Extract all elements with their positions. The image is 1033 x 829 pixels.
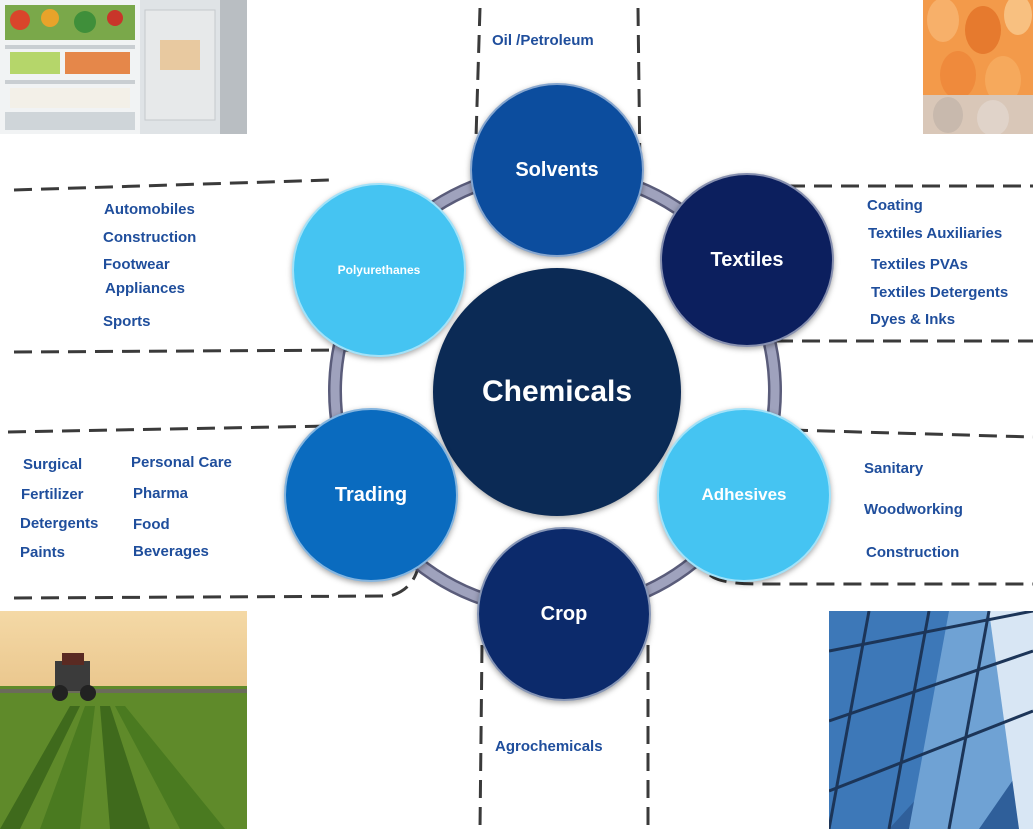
adhesives-item: Woodworking <box>864 501 963 518</box>
crop-node[interactable]: Crop <box>477 527 651 701</box>
polyurethanes-label: Polyurethanes <box>337 263 421 277</box>
trading-item: Surgical <box>23 456 83 473</box>
polyurethanes-item: Footwear <box>103 256 170 273</box>
textiles-node[interactable]: Textiles <box>660 173 834 347</box>
textiles-item: Textiles Auxiliaries <box>868 225 1003 242</box>
glass-building-photo <box>829 611 1033 829</box>
trading-node[interactable]: Trading <box>284 408 458 582</box>
adhesives-item: Construction <box>866 544 960 561</box>
adhesives-node[interactable]: Adhesives <box>657 408 831 582</box>
polyurethanes-item: Sports <box>103 313 151 330</box>
refrigerator-photo <box>0 0 247 134</box>
solvents-label: Solvents <box>515 158 599 181</box>
adhesives-label: Adhesives <box>701 485 787 504</box>
trading-item: Beverages <box>133 543 209 560</box>
plastic-bottles-photo <box>923 0 1033 134</box>
polyurethanes-item: Construction <box>103 229 197 246</box>
polyurethanes-item: Appliances <box>105 280 186 297</box>
textiles-item: Textiles PVAs <box>871 256 968 273</box>
solvents-node[interactable]: Solvents <box>470 83 644 257</box>
trading-item: Personal Care <box>131 454 232 471</box>
bottom-label: Agrochemicals <box>495 738 603 755</box>
crop-label: Crop <box>540 602 588 625</box>
textiles-item: Dyes & Inks <box>870 311 956 328</box>
trading-item: Paints <box>20 544 66 561</box>
trading-item: Pharma <box>133 485 189 502</box>
polyurethanes-item: Automobiles <box>104 201 195 218</box>
textiles-item: Coating <box>867 197 923 214</box>
textiles-item: Textiles Detergents <box>871 284 1009 301</box>
trading-label: Trading <box>334 483 408 506</box>
polyurethanes-node[interactable]: Polyurethanes <box>292 183 466 357</box>
trading-item: Fertilizer <box>21 486 84 503</box>
top-label: Oil /Petroleum <box>492 32 594 49</box>
center-chemicals-node: Chemicals <box>433 268 681 516</box>
adhesives-item: Sanitary <box>864 460 924 477</box>
tractor-field-photo <box>0 611 247 829</box>
center-label: Chemicals <box>481 375 633 408</box>
textiles-label: Textiles <box>710 248 784 271</box>
trading-item: Detergents <box>20 515 99 532</box>
trading-item: Food <box>133 516 170 533</box>
